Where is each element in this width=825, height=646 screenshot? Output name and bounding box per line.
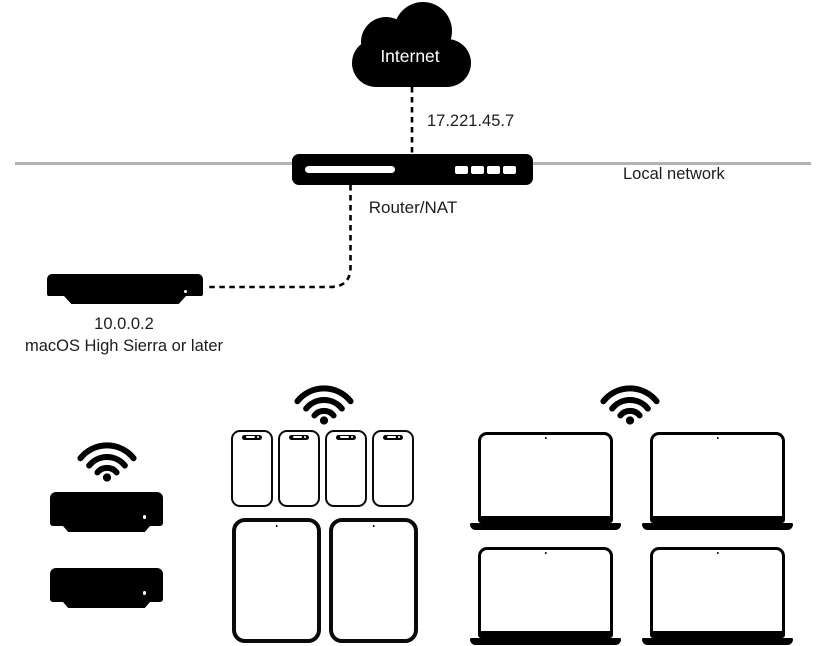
ipad-group xyxy=(232,518,418,643)
internet-cloud-icon: Internet xyxy=(352,2,471,87)
camera-dot xyxy=(716,437,719,440)
power-led xyxy=(142,591,146,595)
iphone-icon xyxy=(372,430,414,507)
iphone-notch xyxy=(242,434,262,440)
router-display-bar xyxy=(305,166,395,173)
cache-server-labels: 10.0.0.2 macOS High Sierra or later xyxy=(13,313,235,357)
iphone-notch xyxy=(383,434,403,440)
iphone-group xyxy=(231,430,414,507)
content-cache-server-icon xyxy=(47,274,203,304)
macbook-screen xyxy=(478,432,613,523)
mac-mini-foot xyxy=(63,602,150,608)
router-light xyxy=(455,165,468,174)
mac-mini-icon xyxy=(50,568,163,608)
macbook-base xyxy=(642,638,793,645)
internet-label: Internet xyxy=(380,46,439,66)
connector-router-cache-server xyxy=(206,185,352,289)
mac-mini-body xyxy=(50,568,163,602)
camera-dot xyxy=(716,552,719,555)
wifi-icon xyxy=(74,428,140,483)
cache-ip-label: 10.0.0.2 xyxy=(94,315,154,333)
camera-dot xyxy=(372,524,375,528)
cache-os-label: macOS High Sierra or later xyxy=(24,337,224,355)
router-icon xyxy=(292,154,533,185)
iphone-icon xyxy=(325,430,367,507)
camera-dot xyxy=(544,437,547,440)
router-indicator-lights xyxy=(455,165,516,174)
macbook-screen xyxy=(650,547,785,638)
macbook-icon xyxy=(642,547,793,645)
wifi-icon xyxy=(291,371,357,426)
server-body xyxy=(47,274,203,296)
macbook-icon xyxy=(470,432,621,530)
power-led xyxy=(183,289,187,293)
macbook-base xyxy=(642,523,793,530)
iphone-icon xyxy=(278,430,320,507)
router-light xyxy=(471,165,484,174)
wan-ip-label: 17.221.45.7 xyxy=(427,112,515,130)
macbook-screen xyxy=(650,432,785,523)
wifi-icon xyxy=(597,371,663,426)
mac-mini-icon xyxy=(50,492,163,532)
ipad-icon xyxy=(232,518,321,643)
local-network-label: Local network xyxy=(623,165,725,183)
mac-mini-body xyxy=(50,492,163,526)
iphone-notch xyxy=(289,434,309,440)
macbook-base xyxy=(470,638,621,645)
power-led xyxy=(142,515,146,519)
camera-dot xyxy=(544,552,547,555)
macbook-base xyxy=(470,523,621,530)
server-foot xyxy=(64,296,186,304)
iphone-icon xyxy=(231,430,273,507)
router-label: Router/NAT xyxy=(368,198,458,217)
router-light xyxy=(503,165,516,174)
macbook-icon xyxy=(642,432,793,530)
mac-mini-foot xyxy=(63,526,150,532)
macbook-icon xyxy=(470,547,621,645)
macbook-screen xyxy=(478,547,613,638)
iphone-notch xyxy=(336,434,356,440)
router-light xyxy=(487,165,500,174)
camera-dot xyxy=(275,524,278,528)
ipad-icon xyxy=(329,518,418,643)
